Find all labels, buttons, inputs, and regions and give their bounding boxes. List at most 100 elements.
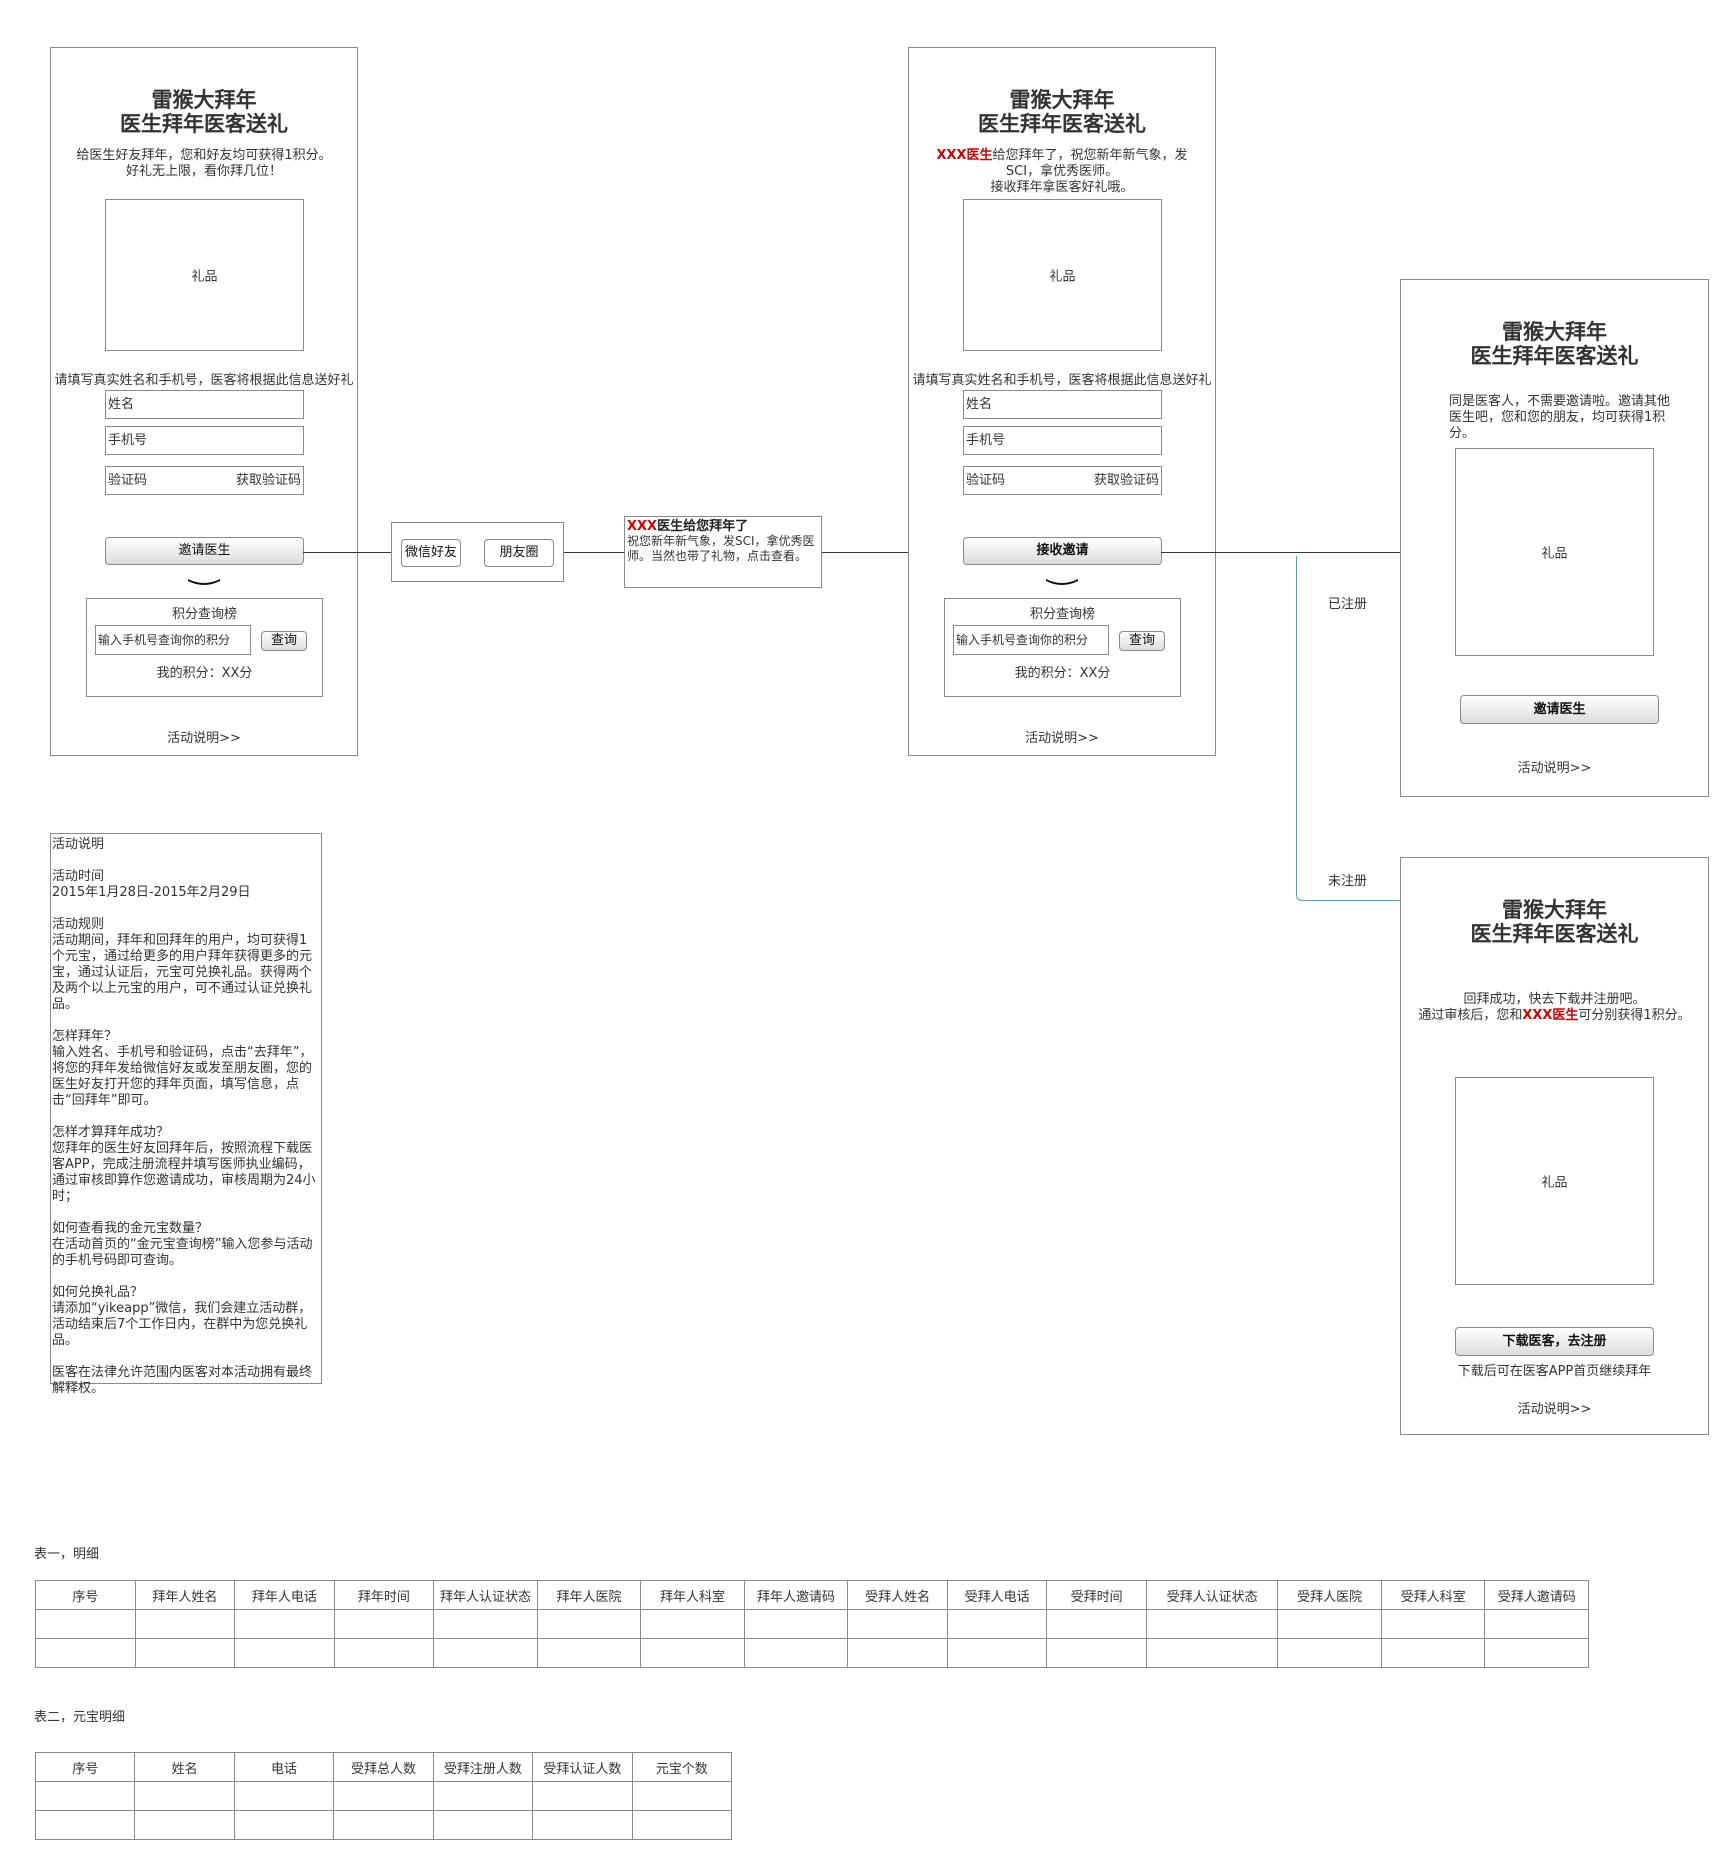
screen-registered: 雷猴大拜年 医生拜年医客送礼 同是医客人，不需要邀请啦。邀请其他医生吧，您和您的…	[1400, 279, 1709, 797]
points-board-title: 积分查询榜	[1029, 607, 1095, 622]
success-line-2-post: 可分别获得1积分。	[1578, 1008, 1691, 1023]
greeting-line-3: 接收拜年拿医客好礼哦。	[990, 180, 1134, 195]
download-register-button[interactable]: 下载医客，去注册	[1455, 1327, 1654, 1356]
my-points: 我的积分：XX分	[156, 666, 253, 681]
table-row	[34, 1781, 733, 1811]
table2-caption: 表二，元宝明细	[34, 1710, 126, 1725]
table1-caption: 表一，明细	[34, 1547, 100, 1562]
chevron-down-icon	[188, 579, 220, 585]
rules-link[interactable]: 活动说明>>	[1517, 761, 1592, 776]
detail-table: 序号 拜年人姓名 拜年人电话 拜年时间 拜年人认证状态 拜年人医院 拜年人科室 …	[35, 1580, 1589, 1668]
moments-button[interactable]: 朋友圈	[484, 539, 554, 567]
page-title: 雷猴大拜年	[151, 88, 257, 112]
invite-doctor-button[interactable]: 邀请医生	[105, 537, 304, 565]
wechat-friend-button[interactable]: 微信好友	[401, 539, 461, 567]
table-row	[35, 1638, 1589, 1668]
page-title: 雷猴大拜年	[1502, 898, 1607, 922]
gift-image: 礼品	[1455, 448, 1654, 656]
invite-doctor-button[interactable]: 邀请医生	[1460, 695, 1659, 724]
message-title: XXX医生给您拜年了	[627, 519, 819, 534]
code-placeholder: 验证码	[108, 473, 148, 488]
page-subtitle: 医生拜年医客送礼	[120, 112, 288, 136]
table-header-cell: 拜年人科室	[640, 1580, 745, 1610]
name-field[interactable]: 姓名	[105, 390, 304, 419]
flow-connector	[1161, 552, 1401, 553]
rules-text: 活动说明 活动时间 2015年1月28日-2015年2月29日 活动规则 活动期…	[52, 837, 316, 1396]
my-points: 我的积分：XX分	[1014, 666, 1111, 681]
gift-label: 礼品	[1541, 1175, 1568, 1191]
points-board-title: 积分查询榜	[171, 607, 237, 622]
flow-connector	[822, 552, 908, 553]
page-subtitle: 医生拜年医客送礼	[978, 112, 1146, 136]
points-phone-input[interactable]: 输入手机号查询你的积分	[953, 625, 1109, 655]
page-title: 雷猴大拜年	[1502, 320, 1607, 344]
table-header-cell: 拜年人邀请码	[743, 1580, 849, 1610]
table-header-row: 序号 拜年人姓名 拜年人电话 拜年时间 拜年人认证状态 拜年人医院 拜年人科室 …	[35, 1580, 1589, 1610]
table-header-row: 序号 姓名 电话 受拜总人数 受拜注册人数 受拜认证人数 元宝个数	[34, 1752, 733, 1782]
query-button[interactable]: 查询	[261, 631, 307, 651]
table-header-cell: 受拜人认证状态	[1145, 1580, 1279, 1610]
table-row	[34, 1810, 733, 1840]
table-header-cell: 姓名	[134, 1752, 235, 1782]
success-line-2-pre: 通过审核后，您和	[1418, 1008, 1523, 1023]
table-header-cell: 受拜人医院	[1277, 1580, 1382, 1610]
message-sender: XXX	[627, 519, 658, 534]
table-header-cell: 拜年时间	[333, 1580, 435, 1610]
share-panel: 微信好友 朋友圈	[391, 522, 564, 582]
success-sender: XXX医生	[1522, 1008, 1579, 1023]
greeting-rest: 给您拜年了，祝您新年新气象，发	[992, 148, 1188, 163]
table-header-cell: 序号	[34, 1752, 136, 1782]
ingot-table: 序号 姓名 电话 受拜总人数 受拜注册人数 受拜认证人数 元宝个数	[34, 1752, 733, 1840]
form-hint: 请填写真实姓名和手机号，医客将根据此信息送好礼	[912, 373, 1212, 388]
table-header-cell: 受拜总人数	[333, 1752, 434, 1782]
query-button[interactable]: 查询	[1119, 631, 1165, 651]
table-header-cell: 拜年人姓名	[134, 1580, 236, 1610]
gift-label: 礼品	[1049, 269, 1076, 285]
get-code-link[interactable]: 获取验证码	[235, 473, 301, 488]
intro-line-2: 好礼无上限，看你拜几位！	[125, 164, 282, 179]
code-field[interactable]: 验证码 获取验证码	[963, 466, 1162, 495]
gift-image: 礼品	[105, 199, 304, 351]
flow-connector	[303, 552, 391, 553]
intro-line-1: 给医生好友拜年，您和好友均可获得1积分。	[76, 148, 332, 163]
table-header-cell: 电话	[233, 1752, 335, 1782]
flow-connector	[564, 552, 624, 553]
points-phone-input[interactable]: 输入手机号查询你的积分	[95, 625, 251, 655]
code-placeholder: 验证码	[966, 473, 1006, 488]
chevron-down-icon	[1046, 579, 1078, 585]
table-header-cell: 拜年人医院	[536, 1580, 642, 1610]
form-hint: 请填写真实姓名和手机号，医客将根据此信息送好礼	[54, 373, 354, 388]
branch-unregistered-label: 未注册	[1328, 874, 1368, 889]
table-header-cell: 元宝个数	[631, 1752, 733, 1782]
get-code-link[interactable]: 获取验证码	[1093, 473, 1159, 488]
table-header-cell: 受拜人姓名	[847, 1580, 948, 1610]
rules-link[interactable]: 活动说明>>	[1025, 731, 1099, 746]
name-field[interactable]: 姓名	[963, 390, 1162, 419]
screen-invite: 雷猴大拜年 医生拜年医客送礼 给医生好友拜年，您和好友均可获得1积分。 好礼无上…	[50, 47, 358, 756]
rules-link[interactable]: 活动说明>>	[167, 731, 241, 746]
success-line-1: 回拜成功，快去下载并注册吧。	[1463, 992, 1646, 1007]
code-field[interactable]: 验证码 获取验证码	[105, 466, 304, 495]
page-subtitle: 医生拜年医客送礼	[1470, 922, 1639, 946]
rules-panel: 活动说明 活动时间 2015年1月28日-2015年2月29日 活动规则 活动期…	[50, 833, 322, 1396]
accept-invite-button[interactable]: 接收邀请	[963, 537, 1162, 565]
phone-field[interactable]: 手机号	[963, 426, 1162, 455]
screen-unregistered: 雷猴大拜年 医生拜年医客送礼 回拜成功，快去下载并注册吧。 通过审核后，您和XX…	[1400, 857, 1709, 1435]
screen-accept: 雷猴大拜年 医生拜年医客送礼 XXX医生给您拜年了，祝您新年新气象，发 SCI，…	[908, 47, 1216, 756]
branch-registered-label: 已注册	[1328, 597, 1368, 612]
invite-message-card[interactable]: XXX医生给您拜年了 祝您新年新气象，发SCI，拿优秀医师。当然也带了礼物，点击…	[624, 516, 822, 588]
rules-link[interactable]: 活动说明>>	[1517, 1402, 1592, 1417]
table-header-cell: 受拜时间	[1046, 1580, 1147, 1610]
message-body: 祝您新年新气象，发SCI，拿优秀医师。当然也带了礼物，点击查看。	[627, 534, 815, 563]
table-header-cell: 受拜认证人数	[532, 1752, 633, 1782]
download-hint: 下载后可在医客APP首页继续拜年	[1457, 1364, 1652, 1379]
table-header-cell: 拜年人电话	[234, 1580, 335, 1610]
branch-line	[1296, 556, 1401, 901]
registered-desc: 同是医客人，不需要邀请啦。邀请其他医生吧，您和您的朋友，均可获得1积分。	[1449, 394, 1671, 441]
gift-image: 礼品	[1455, 1077, 1654, 1285]
greeting-sender: XXX医生	[936, 148, 993, 163]
page-title: 雷猴大拜年	[1009, 88, 1115, 112]
success-line-2: 通过审核后，您和XXX医生可分别获得1积分。	[1401, 1008, 1708, 1024]
table-header-cell: 序号	[35, 1580, 136, 1610]
phone-field[interactable]: 手机号	[105, 426, 304, 455]
